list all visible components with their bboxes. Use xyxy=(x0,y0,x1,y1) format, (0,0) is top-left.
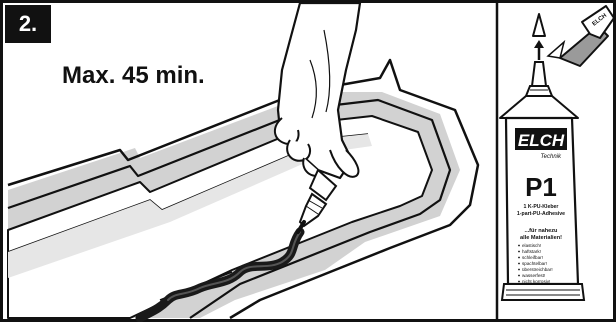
tube-feature: elastisch! xyxy=(522,243,541,248)
tube-line1: 1 K-PU-Kleber xyxy=(524,204,559,210)
tube-tagline-1: ...für nahezu xyxy=(525,228,559,234)
tube-subbrand: Technik xyxy=(541,154,562,160)
tube-feature: überstreichbar! xyxy=(522,267,553,272)
tube-product: P1 xyxy=(525,172,557,202)
time-limit-heading: Max. 45 min. xyxy=(62,62,205,90)
tube-tagline-2: alle Materialien! xyxy=(520,235,562,241)
tube-feature: spachtelbar! xyxy=(522,261,547,266)
tube-line2: 1-part-PU-Adhesive xyxy=(517,211,565,217)
tube-feature: schleifbar! xyxy=(522,255,543,260)
tube-brand: ELCH xyxy=(518,131,565,150)
step-number-badge: 2. xyxy=(5,5,51,43)
tube-feature: haftstark! xyxy=(522,249,541,254)
tube-feature: wasserfest! xyxy=(522,273,545,278)
tube-feature: nicht korrosiv! xyxy=(522,279,550,284)
